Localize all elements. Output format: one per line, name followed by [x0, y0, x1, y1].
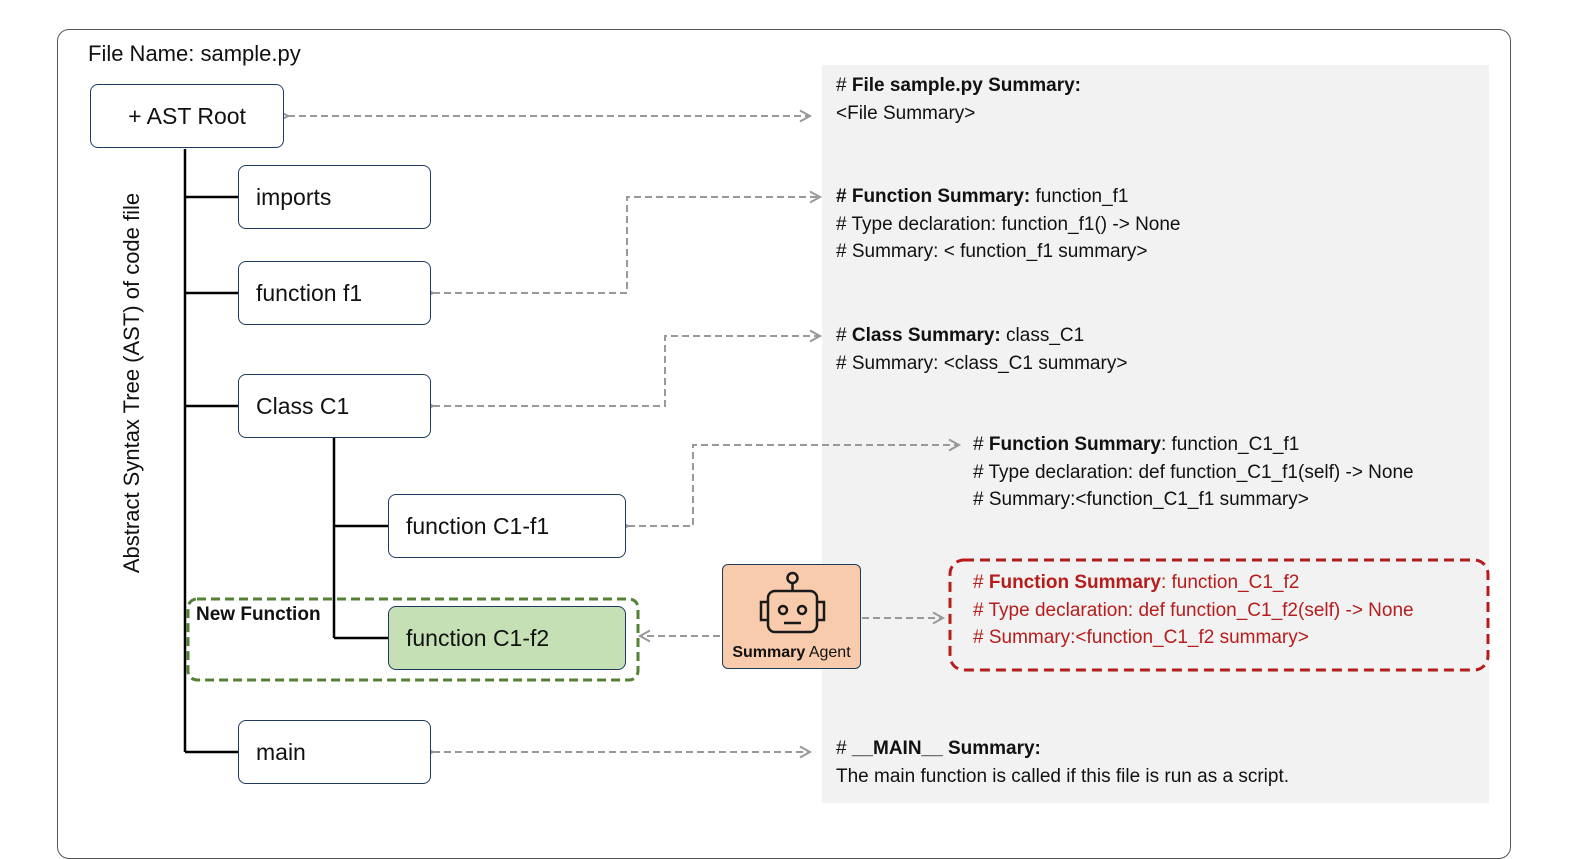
- class-c1-summary-heading: Class Summary:: [851, 325, 1001, 346]
- connector-c1f1-summary: [617, 438, 962, 533]
- class-c1-summary-rest: class_C1: [1000, 325, 1085, 346]
- summary-agent-label: Summary Agent: [723, 644, 860, 662]
- function-f1-summary-line-3: # Summary: < function_f1 summary>: [836, 241, 1148, 262]
- agent-name-bold: Summary: [732, 644, 806, 661]
- function-f1-summary-rest: function_f1: [1030, 186, 1129, 207]
- function-f1-label: function f1: [256, 279, 363, 306]
- file-summary-heading: File sample.py Summary:: [851, 75, 1082, 96]
- class-c1-label: Class C1: [256, 392, 350, 419]
- class-c1-summary-line-1: # Class Summary: class_C1: [836, 322, 1127, 350]
- file-summary: # File sample.py Summary: <File Summary>: [836, 72, 1081, 127]
- connector-c1-summary: [422, 329, 823, 413]
- function-f1-summary-line-2: # Type declaration: function_f1() -> Non…: [836, 213, 1181, 235]
- function-c1-f1-label: function C1-f1: [406, 512, 550, 539]
- function-f1-summary-heading: # Function Summary:: [836, 186, 1031, 207]
- ast-vertical-label: Abstract Syntax Tree (AST) of code file: [119, 192, 144, 574]
- summary-panel: [822, 65, 1489, 803]
- function-c1-f1-summary-line-3: # Summary:<function_C1_f1 summary>: [973, 489, 1309, 510]
- function-c1-f2-summary-line-2: # Type declaration: def function_C1_f2(s…: [973, 599, 1414, 621]
- main-label: main: [256, 738, 306, 765]
- main-summary-line-1: # __MAIN__ Summary:: [836, 735, 1289, 763]
- class-c1-summary-line-2: # Summary: <class_C1 summary>: [836, 352, 1128, 374]
- function-c1-f2-summary-prefix: #: [973, 572, 989, 593]
- class-c1-node[interactable]: Class C1: [238, 374, 431, 438]
- file-summary-prefix: #: [836, 75, 852, 96]
- function-f1-summary-line-1: # Function Summary: function_f1: [836, 183, 1181, 211]
- file-name-label: File Name: sample.py: [88, 41, 301, 66]
- function-c1-f2-label: function C1-f2: [406, 624, 550, 651]
- imports-node[interactable]: imports: [238, 165, 431, 229]
- function-c1-f1-summary-heading: Function Summary: [988, 434, 1161, 455]
- main-node[interactable]: main: [238, 720, 431, 784]
- function-f1-summary: # Function Summary: function_f1 # Type d…: [836, 183, 1181, 266]
- file-summary-line-1: # File sample.py Summary:: [836, 72, 1081, 100]
- function-f1-node[interactable]: function f1: [238, 261, 431, 325]
- function-c1-f1-summary-line-2: # Type declaration: def function_C1_f1(s…: [973, 461, 1414, 483]
- class-c1-summary: # Class Summary: class_C1 # Summary: <cl…: [836, 322, 1127, 377]
- main-summary: # __MAIN__ Summary: The main function is…: [836, 735, 1289, 790]
- function-c1-f1-summary-rest: : function_C1_f1: [1160, 434, 1300, 455]
- function-c1-f1-summary: # Function Summary: function_C1_f1 # Typ…: [973, 431, 1414, 514]
- new-function-label: New Function: [196, 604, 321, 625]
- function-c1-f1-summary-line-1: # Function Summary: function_C1_f1: [973, 431, 1414, 459]
- imports-label: imports: [256, 183, 332, 210]
- main-summary-heading: __MAIN__ Summary:: [851, 738, 1041, 759]
- agent-name-rest: Agent: [805, 644, 851, 661]
- connector-f1-summary: [422, 190, 823, 300]
- ast-root-node[interactable]: + AST Root: [90, 84, 284, 148]
- function-c1-f2-summary-heading: Function Summary: [988, 572, 1161, 593]
- main-summary-prefix: #: [836, 738, 852, 759]
- summary-agent[interactable]: Summary Agent: [722, 564, 861, 669]
- function-c1-f2-summary: # Function Summary: function_C1_f2 # Typ…: [973, 569, 1414, 652]
- file-summary-line-2: <File Summary>: [836, 102, 976, 124]
- ast-tree-lines: [183, 149, 388, 754]
- main-summary-line-2: The main function is called if this file…: [836, 765, 1290, 787]
- ast-root-label: + AST Root: [128, 102, 246, 129]
- function-c1-f1-summary-prefix: #: [973, 434, 989, 455]
- function-c1-f2-summary-line-3: # Summary:<function_C1_f2 summary>: [973, 627, 1309, 648]
- function-c1-f2-summary-rest: : function_C1_f2: [1160, 572, 1300, 593]
- new-summary-highlight: [948, 558, 1490, 672]
- class-c1-summary-prefix: #: [836, 325, 852, 346]
- function-c1-f2-summary-line-1: # Function Summary: function_C1_f2: [973, 569, 1414, 597]
- robot-icon: [759, 571, 826, 634]
- function-c1-f2-node[interactable]: function C1-f2: [388, 606, 626, 670]
- function-c1-f1-node[interactable]: function C1-f1: [388, 494, 626, 558]
